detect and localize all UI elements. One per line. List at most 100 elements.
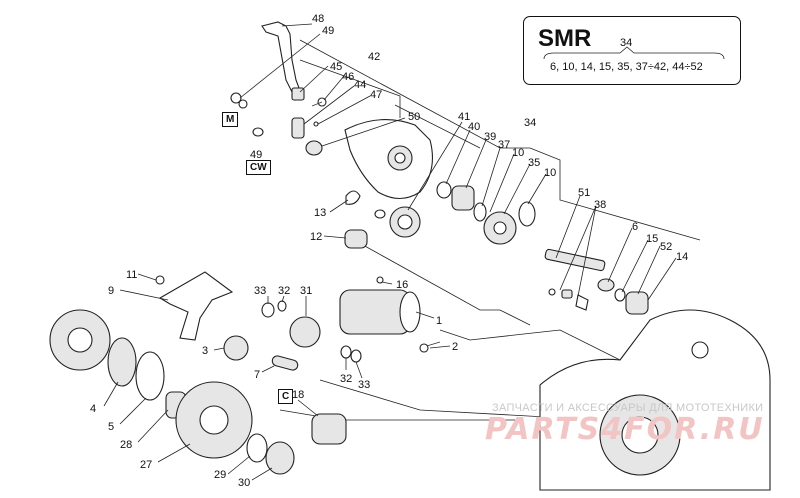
box-label-m: M [222, 112, 239, 127]
leader-1 [415, 311, 435, 319]
leader-50 [321, 117, 406, 147]
callout-50: 50 [408, 111, 420, 123]
callout-45: 45 [330, 61, 342, 73]
leader-16 [381, 281, 393, 285]
leader-18 [297, 399, 319, 417]
callout-47: 47 [370, 89, 382, 101]
group-line-1 [439, 329, 621, 361]
bracket-38 [575, 294, 589, 311]
leader-46 [323, 75, 345, 101]
ring-37 [473, 202, 487, 222]
callout-9: 9 [108, 285, 114, 297]
crankcase-bore-inner [621, 416, 659, 454]
leader-37 [481, 147, 501, 207]
washer-13 [374, 209, 386, 219]
callout-3: 3 [202, 345, 208, 357]
callout-27: 27 [140, 459, 152, 471]
leader-32a [281, 295, 285, 303]
callout-5: 5 [108, 421, 114, 433]
gear-35-hub [493, 221, 507, 235]
spring-52 [625, 291, 649, 315]
leader-2 [429, 345, 451, 349]
leader-12 [323, 235, 347, 239]
bushing-12 [344, 229, 368, 249]
leader-27 [157, 443, 191, 463]
lever-bolt [230, 92, 242, 104]
group-line-42b [394, 104, 481, 149]
leader-4 [103, 381, 119, 407]
leader-52 [637, 245, 661, 295]
screw-16 [376, 276, 384, 284]
callout-4: 4 [90, 403, 96, 415]
callout-11: 11 [126, 269, 137, 281]
leader-10b [527, 173, 547, 205]
group-line-42 [299, 59, 401, 118]
leader-6 [607, 227, 633, 283]
callout-7: 7 [254, 369, 260, 381]
leader-5 [119, 397, 147, 425]
ring-5 [135, 351, 165, 401]
leader-51 [555, 195, 581, 259]
pin-47 [313, 121, 319, 127]
callout-29: 29 [214, 469, 226, 481]
gear-3 [223, 335, 249, 361]
legend-title: SMR [538, 25, 592, 52]
callout-49: 49 [322, 25, 334, 37]
bolt-11 [155, 275, 165, 285]
box-label-c: C [278, 389, 294, 404]
leader-40 [445, 129, 471, 185]
leader-30 [251, 467, 273, 481]
callout-49-cw: 49 [250, 149, 262, 161]
watermark-logo: PARTS4FOR.RU [485, 412, 765, 447]
leader-7 [261, 365, 275, 373]
callout-32b: 32 [340, 373, 352, 385]
bush-33 [261, 302, 275, 318]
leader-45 [299, 65, 329, 93]
callout-46: 46 [342, 71, 354, 83]
leader-38b [577, 205, 597, 297]
callout-39: 39 [484, 131, 496, 143]
leader-29 [227, 455, 251, 475]
leader-13 [329, 199, 349, 213]
gear-41-hub [397, 214, 413, 230]
cam-6 [597, 278, 615, 292]
callout-15: 15 [646, 233, 658, 245]
leader-41 [407, 121, 463, 211]
leader-14 [647, 257, 677, 301]
callout-37: 37 [498, 139, 510, 151]
callout-2: 2 [452, 341, 458, 353]
leader-3 [213, 347, 225, 351]
leader-15 [621, 239, 649, 293]
leader-47 [317, 95, 371, 125]
callout-38: 38 [594, 199, 606, 211]
callout-12: 12 [310, 231, 322, 243]
callout-51: 51 [578, 187, 590, 199]
bolt-2-head [419, 343, 429, 353]
gear-27-hub [199, 405, 229, 435]
callout-52: 52 [660, 241, 672, 253]
callout-10b: 10 [544, 167, 556, 179]
leader-44 [303, 85, 355, 125]
washer-10 [518, 201, 536, 227]
bolt-38a [548, 288, 556, 296]
callout-44: 44 [354, 79, 366, 91]
callout-32: 32 [278, 285, 290, 297]
cw-washer [252, 127, 264, 137]
leader-11 [137, 273, 157, 281]
callout-35: 35 [528, 157, 540, 169]
lever-washer [238, 99, 248, 109]
pin-7 [271, 355, 299, 371]
callout-18: 18 [292, 389, 304, 401]
leader-9 [119, 289, 169, 301]
bearing-30 [265, 441, 295, 475]
callout-16: 16 [396, 279, 408, 291]
seal-50 [305, 140, 323, 156]
washer-32 [277, 300, 287, 312]
bolt-46-shank [311, 101, 323, 107]
legend-list: 6, 10, 14, 15, 35, 37÷42, 44÷52 [550, 61, 703, 73]
callout-14: 14 [676, 251, 688, 263]
gear-31 [289, 316, 321, 348]
spring-39 [451, 185, 475, 211]
washer-32b [340, 345, 352, 359]
